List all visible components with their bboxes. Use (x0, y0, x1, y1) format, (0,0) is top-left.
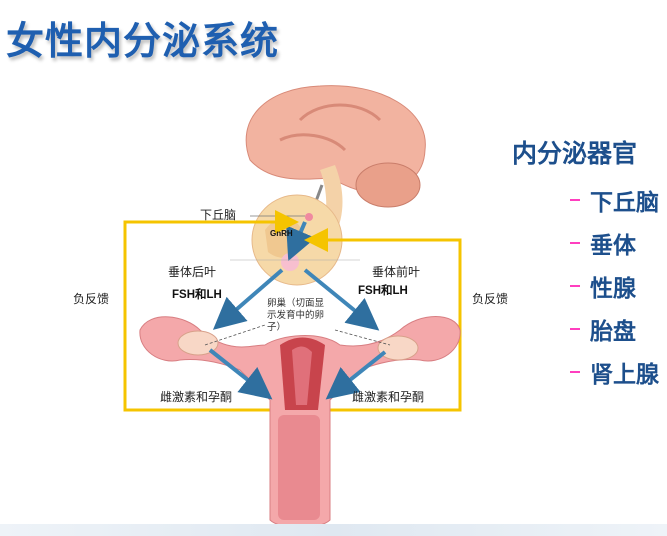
anterior-pituitary-label: 垂体前叶 (372, 265, 421, 279)
organ-item: 下丘脑 (570, 178, 659, 221)
dash-bullet-icon (570, 284, 580, 287)
organ-item: 垂体 (570, 221, 659, 264)
hormone-arrows (208, 268, 387, 400)
page-title: 女性内分泌系统 (6, 19, 280, 63)
hypothalamus-label: 下丘脑 (200, 208, 237, 222)
gnrh-label: GnRH (270, 229, 293, 238)
pituitary-zoom (251, 194, 343, 286)
dash-bullet-icon (570, 241, 580, 244)
posterior-pituitary-label: 垂体后叶 (168, 265, 217, 279)
dash-bullet-icon (570, 198, 580, 201)
organ-item: 肾上腺 (570, 350, 659, 393)
endocrine-organs-list: 内分泌器官 下丘脑 垂体 性腺 胎盘 肾上腺 (512, 134, 659, 393)
hormones-left-label: 雌激素和孕酮 (160, 390, 233, 404)
fsh-lh-right-label: FSH和LH (358, 285, 408, 297)
ovary-note: 卵巢（切面显示发育中的卵子） (267, 298, 325, 333)
hormones-right-label: 雌激素和孕酮 (352, 390, 425, 404)
footer-band (0, 524, 667, 536)
feedback-left-label: 负反馈 (73, 292, 110, 306)
organ-item: 性腺 (570, 264, 659, 307)
feedback-right-label: 负反馈 (472, 292, 509, 306)
organs-heading: 内分泌器官 (512, 139, 638, 168)
organ-item: 胎盘 (570, 307, 659, 350)
dash-bullet-icon (570, 370, 580, 373)
uterus (139, 316, 461, 528)
brain (245, 85, 426, 235)
feedback-loop (123, 210, 462, 412)
dash-bullet-icon (570, 327, 580, 330)
fsh-lh-left-label: FSH和LH (172, 289, 222, 301)
